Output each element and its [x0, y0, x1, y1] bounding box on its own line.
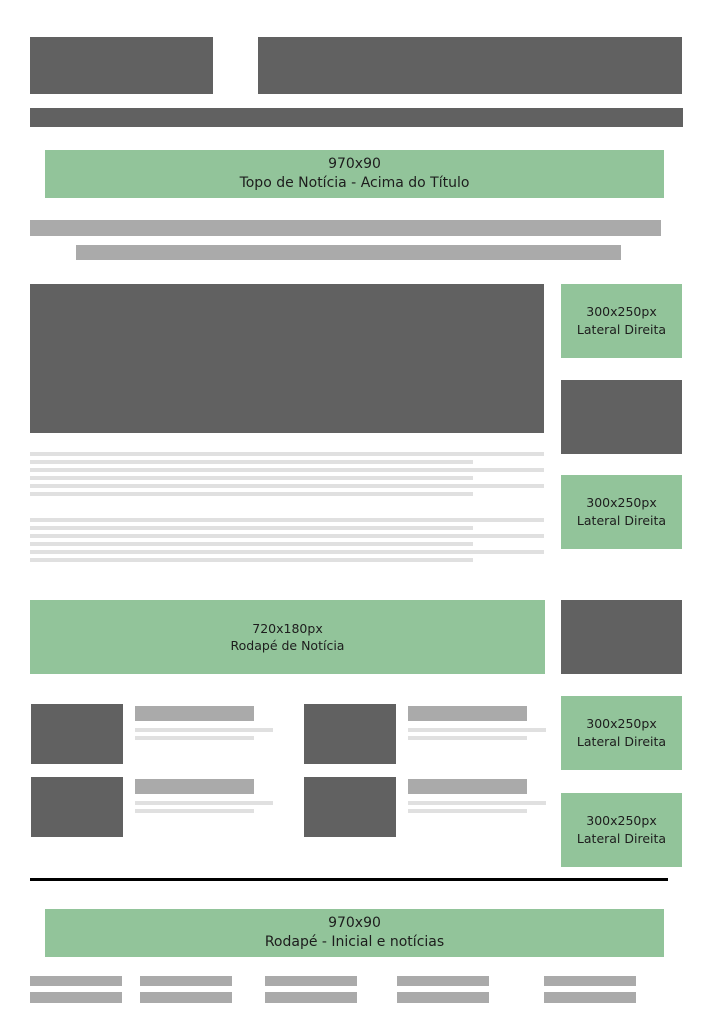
ad-top-news-above-title: 970x90 Topo de Notícia - Acima do Título — [45, 150, 664, 198]
related-text-line — [408, 728, 546, 732]
sidebar-block-placeholder — [561, 600, 682, 674]
ad-footer-home-and-news: 970x90 Rodapé - Inicial e notícias — [45, 909, 664, 957]
subtitle-line-placeholder — [76, 245, 621, 260]
text-line — [30, 558, 473, 562]
text-line — [30, 460, 473, 464]
ad-label: Lateral Direita — [576, 322, 667, 337]
footer-link-placeholder — [30, 992, 122, 1003]
title-line-placeholder — [30, 220, 661, 236]
footer-link-placeholder — [544, 976, 636, 986]
sidebar-block-placeholder — [561, 380, 682, 454]
ad-sidebar-right-1: 300x250px Lateral Direita — [561, 284, 682, 358]
ad-sidebar-right-3: 300x250px Lateral Direita — [561, 696, 682, 770]
ad-size: 300x250px — [586, 495, 657, 510]
text-line — [30, 476, 473, 480]
related-title-placeholder — [408, 706, 527, 721]
ad-sidebar-right-2: 300x250px Lateral Direita — [561, 475, 682, 549]
related-text-line — [135, 809, 254, 813]
ad-size: 300x250px — [586, 813, 657, 828]
related-text-line — [135, 728, 273, 732]
ad-size: 970x90 — [328, 156, 381, 172]
text-line — [30, 526, 473, 530]
ad-label: Lateral Direita — [576, 513, 667, 528]
article-image-placeholder — [30, 284, 544, 433]
related-thumb-placeholder — [31, 777, 123, 837]
related-thumb-placeholder — [304, 704, 396, 764]
text-line — [30, 452, 544, 456]
text-line — [30, 492, 473, 496]
related-title-placeholder — [135, 706, 254, 721]
footer-link-placeholder — [265, 992, 357, 1003]
header-logo-placeholder — [30, 37, 213, 94]
text-line — [30, 534, 544, 538]
text-line — [30, 550, 544, 554]
ad-size: 300x250px — [586, 304, 657, 319]
ad-news-footer: 720x180px Rodapé de Notícia — [30, 600, 545, 674]
ad-label: Lateral Direita — [576, 831, 667, 846]
footer-link-placeholder — [140, 992, 232, 1003]
ad-label: Topo de Notícia - Acima do Título — [239, 175, 470, 191]
nav-bar-placeholder — [30, 108, 683, 127]
footer-link-placeholder — [140, 976, 232, 986]
related-title-placeholder — [408, 779, 527, 794]
ad-label: Rodapé de Notícia — [230, 638, 345, 653]
related-thumb-placeholder — [31, 704, 123, 764]
ad-label: Lateral Direita — [576, 734, 667, 749]
related-thumb-placeholder — [304, 777, 396, 837]
related-text-line — [408, 801, 546, 805]
related-title-placeholder — [135, 779, 254, 794]
footer-link-placeholder — [30, 976, 122, 986]
text-line — [30, 518, 544, 522]
header-banner-placeholder — [258, 37, 682, 94]
ad-sidebar-right-4: 300x250px Lateral Direita — [561, 793, 682, 867]
related-text-line — [408, 809, 527, 813]
related-text-line — [135, 801, 273, 805]
footer-divider — [30, 878, 668, 881]
related-text-line — [135, 736, 254, 740]
ad-label: Rodapé - Inicial e notícias — [264, 934, 445, 950]
ad-size: 970x90 — [328, 915, 381, 931]
footer-link-placeholder — [544, 992, 636, 1003]
text-line — [30, 542, 473, 546]
text-line — [30, 468, 544, 472]
footer-link-placeholder — [397, 992, 489, 1003]
related-text-line — [408, 736, 527, 740]
ad-size: 720x180px — [252, 621, 323, 636]
footer-link-placeholder — [397, 976, 489, 986]
footer-link-placeholder — [265, 976, 357, 986]
text-line — [30, 484, 544, 488]
ad-size: 300x250px — [586, 716, 657, 731]
